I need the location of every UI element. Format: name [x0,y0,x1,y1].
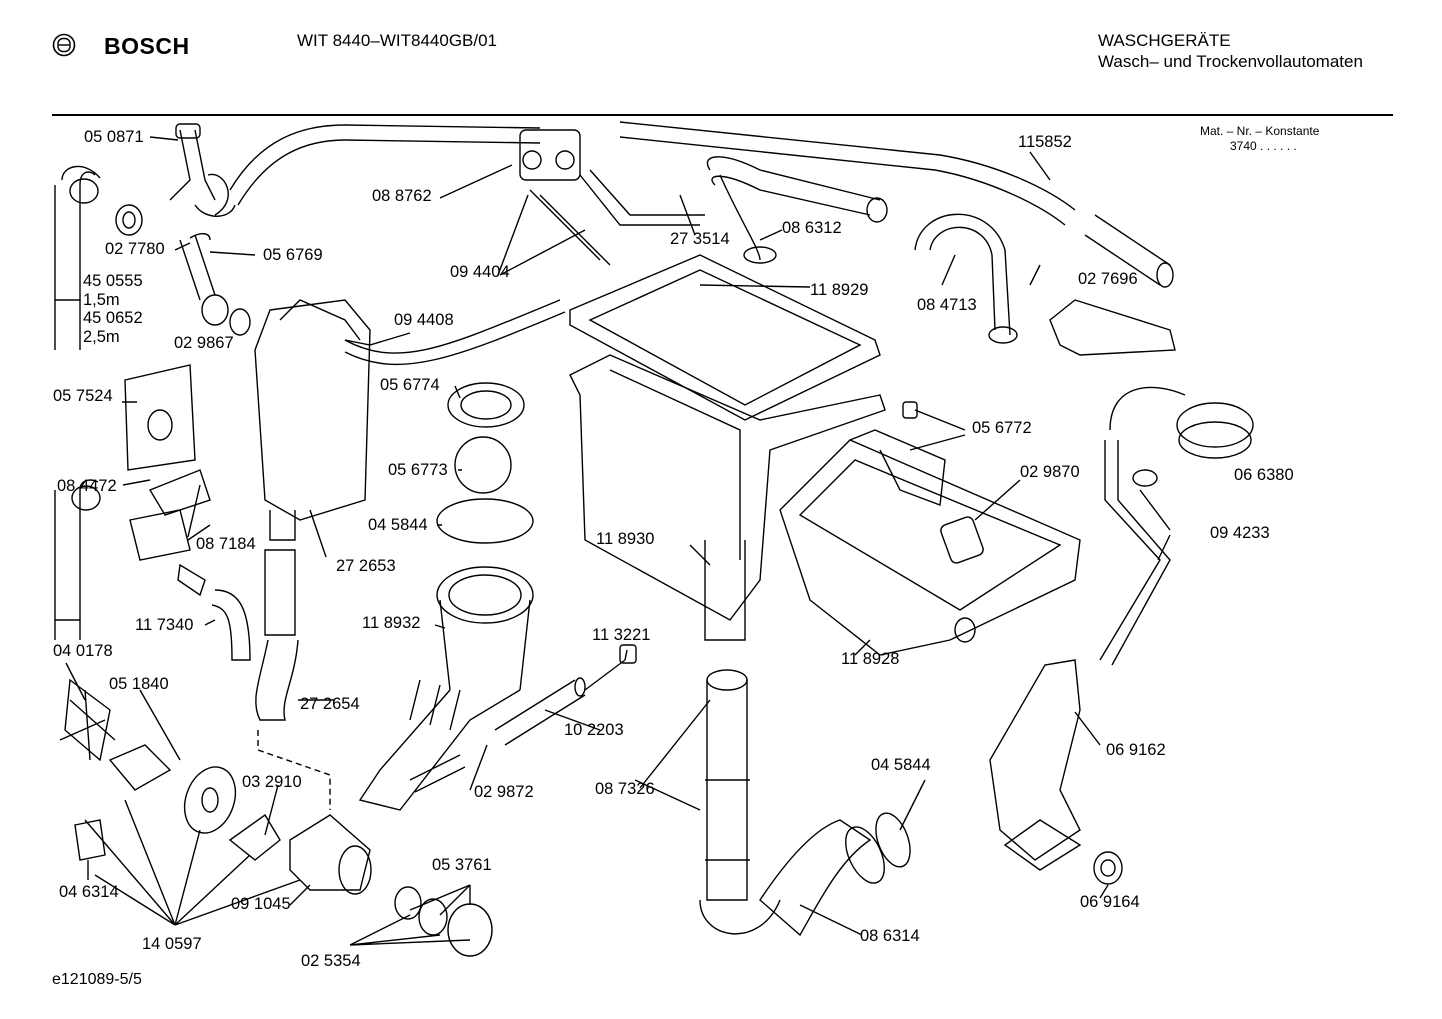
part-label: 2,5m [83,328,120,346]
part-label: 09 4233 [1210,524,1270,542]
part-label: 11 7340 [135,616,194,634]
part-label: 11 8930 [596,530,655,548]
part-label: 09 1045 [231,895,291,913]
part-label: 45 0555 [83,272,143,290]
part-label: 11 8932 [362,614,421,632]
part-label: 02 9867 [174,334,234,352]
part-label: 02 9870 [1020,463,1080,481]
part-label: 04 6314 [59,883,119,901]
part-label: 02 9872 [474,783,534,801]
category-subtitle: Wasch– und Trockenvollautomaten [1098,52,1363,71]
part-label: 08 6312 [782,219,842,237]
part-label: 04 0178 [53,642,113,660]
part-label: 04 5844 [368,516,428,534]
part-label: 08 4472 [57,477,117,495]
part-label: 03 2910 [242,773,302,791]
part-label: 08 6314 [860,927,920,945]
part-label: 02 7780 [105,240,165,258]
bosch-logo-icon [52,33,76,57]
part-label: 05 1840 [109,675,169,693]
part-label: 08 7184 [196,535,256,553]
constant-label: Mat. – Nr. – Konstante [1200,124,1320,138]
part-label: 10 2203 [564,721,624,739]
part-label: 115852 [1018,133,1072,151]
part-label: 11 8929 [810,281,869,299]
part-label: 05 7524 [53,387,113,405]
part-label: 14 0597 [142,935,202,953]
part-label: 05 6772 [972,419,1032,437]
part-label: 06 9162 [1106,741,1166,759]
part-label: 06 9164 [1080,893,1140,911]
header-divider [52,114,1393,116]
part-label: 05 3761 [432,856,492,874]
part-label: 08 4713 [917,296,977,314]
part-label: 08 7326 [595,780,655,798]
part-label: 02 5354 [301,952,361,970]
category-title: WASCHGERÄTE [1098,31,1231,50]
drawing-reference: e121089-5/5 [52,971,142,988]
part-label: 11 3221 [592,626,651,644]
model-number: WIT 8440–WIT8440GB/01 [297,31,498,50]
part-label: 05 6774 [380,376,440,394]
constant-value: 3740 . . . . . . [1230,139,1297,153]
part-label: 04 5844 [871,756,931,774]
part-label: 11 8928 [841,650,900,668]
part-label: 27 2654 [300,695,360,713]
part-label: 09 4404 [450,263,510,281]
part-label: 06 6380 [1234,466,1294,484]
part-label: 08 8762 [372,187,432,205]
part-label: 27 2653 [336,557,396,575]
part-label: 1,5m [83,291,120,309]
brand-name: BOSCH [104,33,190,59]
part-label: 09 4408 [394,311,454,329]
part-label: 05 0871 [84,128,144,146]
part-label: 05 6773 [388,461,448,479]
part-label: 27 3514 [670,230,730,248]
part-label: 05 6769 [263,246,323,264]
part-label: 02 7696 [1078,270,1138,288]
part-label: 45 0652 [83,309,143,327]
